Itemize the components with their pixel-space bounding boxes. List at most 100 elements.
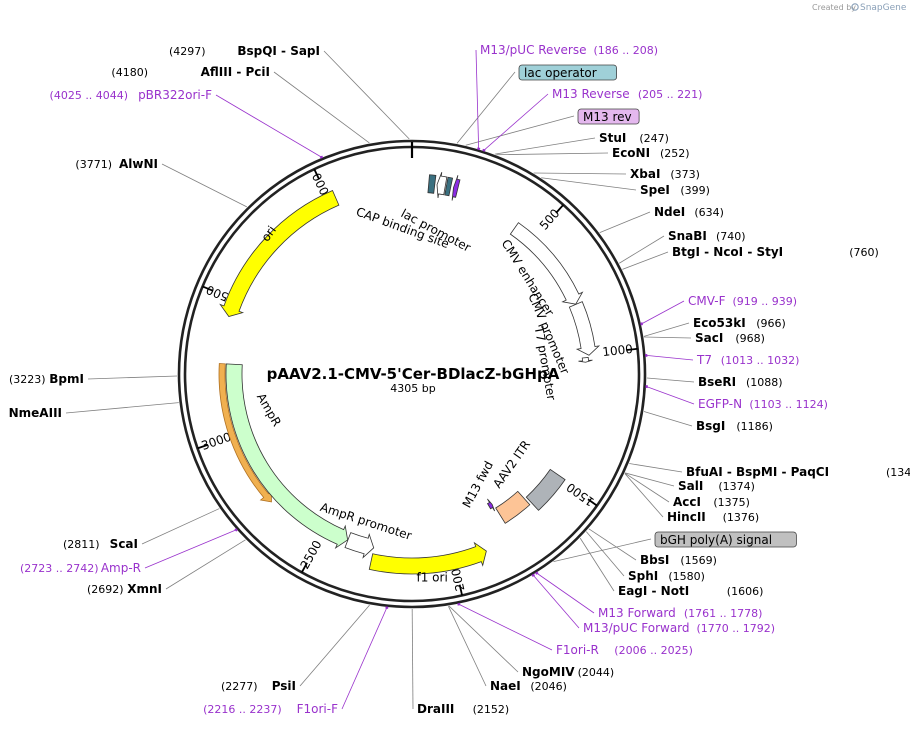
label-alwni[interactable]: AlwNI(3771) <box>75 157 158 171</box>
feature-label-f1-ori: f1 ori <box>417 571 448 585</box>
label-scai[interactable]: ScaI(2811) <box>63 537 138 551</box>
label-afliii-pcii[interactable]: AflIII - PciI (4180) <box>111 65 270 79</box>
feature-ori[interactable] <box>220 190 339 316</box>
primer-marker-m13-puc-reverse <box>477 148 480 149</box>
label-xmni[interactable]: XmnI(2692) <box>87 582 162 596</box>
label-bspqi-sapi[interactable]: BspQI - SapI(4297) <box>169 44 320 58</box>
feature-t7-promoter[interactable] <box>579 357 593 362</box>
label-name: BtgI - NcoI - StyI <box>672 245 783 259</box>
leader-bpmi <box>88 376 177 379</box>
label-name: SpeI <box>640 183 670 197</box>
label-position: (373) <box>670 168 700 181</box>
label-position: (1186) <box>736 420 773 433</box>
label-m13-rev[interactable]: M13 rev <box>578 109 639 124</box>
label-ndei[interactable]: NdeI(634) <box>654 205 724 219</box>
label-econi[interactable]: EcoNI(252) <box>612 146 690 160</box>
label-bfuai-bspmi-paqci[interactable]: BfuAI - BspMI - PaqCI(1344) <box>686 465 910 479</box>
label-naei[interactable]: NaeI(2046) <box>490 679 567 693</box>
label-ngomiv[interactable]: NgoMIV(2044) <box>522 665 614 679</box>
primer-marker-cmv-f <box>641 323 642 326</box>
label-m13-puc-reverse[interactable]: M13/pUC Reverse(186 .. 208) <box>480 43 658 57</box>
leader-pbr322ori-f <box>216 95 321 157</box>
label-name: AflIII - PciI <box>201 65 270 79</box>
label-acci[interactable]: AccI(1375) <box>673 495 750 509</box>
label-position: (1606) <box>727 585 764 598</box>
label-pbr322ori-f[interactable]: pBR322ori-F(4025 .. 4044) <box>50 88 213 102</box>
label-lac-operator[interactable]: lac operator <box>519 65 617 80</box>
label-eco53ki[interactable]: Eco53kI(966) <box>693 316 786 330</box>
label-bgh-poly-a-signal[interactable]: bGH poly(A) signal <box>655 532 796 547</box>
label-bpmi[interactable]: BpmI(3223) <box>9 372 84 386</box>
feature-bgh-poly-a-signal[interactable] <box>496 491 530 523</box>
label-spei[interactable]: SpeI (399) <box>640 183 710 197</box>
label-name: BbsI <box>640 553 669 567</box>
label-btgi-ncoi-styi[interactable]: BtgI - NcoI - StyI (760) <box>672 245 879 259</box>
label-draiii[interactable]: DraIII(2152) <box>417 702 509 716</box>
label-egfp-n[interactable]: EGFP-N(1103 .. 1124) <box>698 397 828 411</box>
label-position: (760) <box>849 246 879 259</box>
leader-eagi-noti <box>580 538 614 591</box>
label-position: (1103 .. 1124) <box>749 398 828 411</box>
label-name: Amp-R <box>101 561 141 575</box>
feature-cmv-promoter[interactable] <box>569 302 599 356</box>
label-position: (2152) <box>473 703 510 716</box>
leader-m13-forward <box>537 573 594 613</box>
feature-m13-fwd[interactable] <box>487 499 494 511</box>
leader-amp-r <box>145 530 236 568</box>
label-position: (3223) <box>9 373 46 386</box>
label-position: (1013 .. 1032) <box>721 354 800 367</box>
label-m13-reverse[interactable]: M13 Reverse(205 .. 221) <box>552 87 702 101</box>
label-f1ori-f[interactable]: F1ori-F (2216 .. 2237) <box>203 702 338 716</box>
primer-marker-m13-puc-forward <box>532 575 534 576</box>
primer-marker-amp-r <box>235 529 237 531</box>
label-bseri[interactable]: BseRI(1088) <box>698 375 783 389</box>
label-name: CMV-F <box>688 294 726 308</box>
label-name: F1ori-F <box>297 702 338 716</box>
label-saci[interactable]: SacI(968) <box>695 331 765 345</box>
leader-econi <box>496 153 608 155</box>
leader-eco53ki <box>644 323 689 336</box>
leader-stui <box>495 138 595 154</box>
label-position: (4180) <box>111 66 148 79</box>
map-title: pAAV2.1-CMV-5'Cer-BDlacZ-bGHpA <box>267 365 560 383</box>
label-f1ori-r[interactable]: F1ori-R(2006 .. 2025) <box>556 643 693 657</box>
label-eagi-noti[interactable]: EagI - NotI(1606) <box>618 584 763 598</box>
label-sphi[interactable]: SphI(1580) <box>628 569 705 583</box>
label-t7[interactable]: T7 (1013 .. 1032) <box>696 353 799 367</box>
leader-bspqi-sapi <box>324 51 409 139</box>
leader-saci <box>644 337 691 338</box>
label-name: XbaI <box>630 167 660 181</box>
label-position: (399) <box>680 184 710 197</box>
feature-aav2-itr[interactable] <box>526 469 565 510</box>
label-bbsi[interactable]: BbsI(1569) <box>640 553 717 567</box>
label-bsgi[interactable]: BsgI(1186) <box>696 419 773 433</box>
label-name: SnaBI <box>668 229 707 243</box>
label-cmv-f[interactable]: CMV-F(919 .. 939) <box>688 294 797 308</box>
label-nmeaiii[interactable]: NmeAIII(3145) <box>0 406 62 420</box>
feature-label-aav2-itr: AAV2 ITR <box>490 438 533 491</box>
credit-prefix: Created by <box>812 3 856 12</box>
feature-f1-ori[interactable] <box>369 543 486 574</box>
label-m13-puc-forward[interactable]: M13/pUC Forward(1770 .. 1792) <box>583 621 775 635</box>
label-sali[interactable]: SalI(1374) <box>678 479 755 493</box>
label-name: BpmI <box>49 372 84 386</box>
label-xbai[interactable]: XbaI (373) <box>630 167 700 181</box>
feature-m13-rev[interactable] <box>452 175 460 200</box>
label-psii[interactable]: PsiI(2277) <box>221 679 296 693</box>
label-hincii[interactable]: HincII(1376) <box>667 510 759 524</box>
label-position: (2216 .. 2237) <box>203 703 282 716</box>
label-name: BseRI <box>698 375 736 389</box>
label-position: (2723 .. 2742) <box>20 562 99 575</box>
leader-snabi <box>619 236 664 263</box>
feature-ampr-promoter[interactable] <box>345 533 374 558</box>
feature-cap-binding-site[interactable] <box>428 175 436 194</box>
label-stui[interactable]: StuI(247) <box>599 131 669 145</box>
label-name: ScaI <box>110 537 138 551</box>
label-amp-r[interactable]: Amp-R(2723 .. 2742) <box>20 561 141 575</box>
label-snabi[interactable]: SnaBI(740) <box>668 229 746 243</box>
primer-marker-m13-reverse <box>483 150 486 151</box>
label-m13-forward[interactable]: M13 Forward(1761 .. 1778) <box>598 606 762 620</box>
label-name: T7 <box>696 353 712 367</box>
label-name: AccI <box>673 495 701 509</box>
